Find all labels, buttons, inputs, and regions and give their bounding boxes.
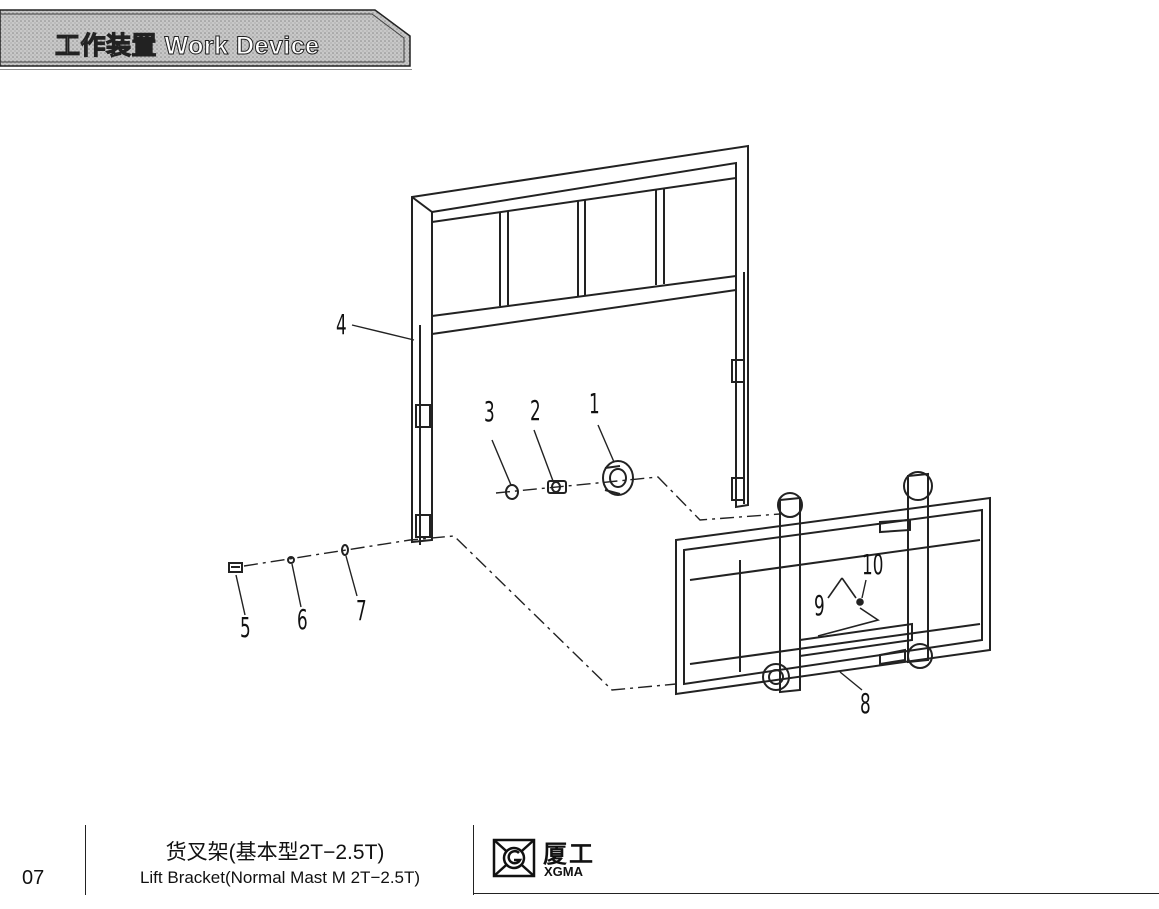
xgma-logo-icon	[492, 838, 536, 878]
flat-washer-part	[341, 544, 349, 556]
brand-name-english: XGMA	[544, 864, 583, 879]
load-backrest-part	[411, 144, 749, 545]
page-number: 07	[22, 867, 45, 889]
bolt-part	[228, 562, 243, 573]
callout-5: 5	[240, 611, 251, 644]
callout-10: 10	[862, 548, 884, 581]
footer-rule	[473, 893, 1159, 894]
callout-2: 2	[530, 394, 541, 427]
callout-8: 8	[860, 687, 871, 720]
drawing-title-chinese: 货叉架(基本型2T−2.5T)	[165, 841, 385, 864]
callout-7: 7	[356, 594, 367, 627]
callout-1: 1	[589, 387, 600, 420]
brand-name-chinese: 厦工	[543, 841, 595, 868]
footer-divider	[85, 825, 86, 895]
callout-4: 4	[336, 308, 347, 341]
section-title: 工作装置 Work Device	[55, 32, 320, 61]
callout-9: 9	[814, 589, 825, 622]
fork-carriage-part	[675, 471, 991, 696]
spring-washer-part	[287, 556, 295, 564]
footer-divider	[473, 825, 474, 895]
section-header-banner	[0, 9, 412, 70]
callout-6: 6	[297, 603, 308, 636]
roller-part	[602, 460, 634, 496]
drawing-title-english: Lift Bracket(Normal Mast M 2T−2.5T)	[139, 868, 421, 887]
callout-3: 3	[484, 395, 495, 428]
